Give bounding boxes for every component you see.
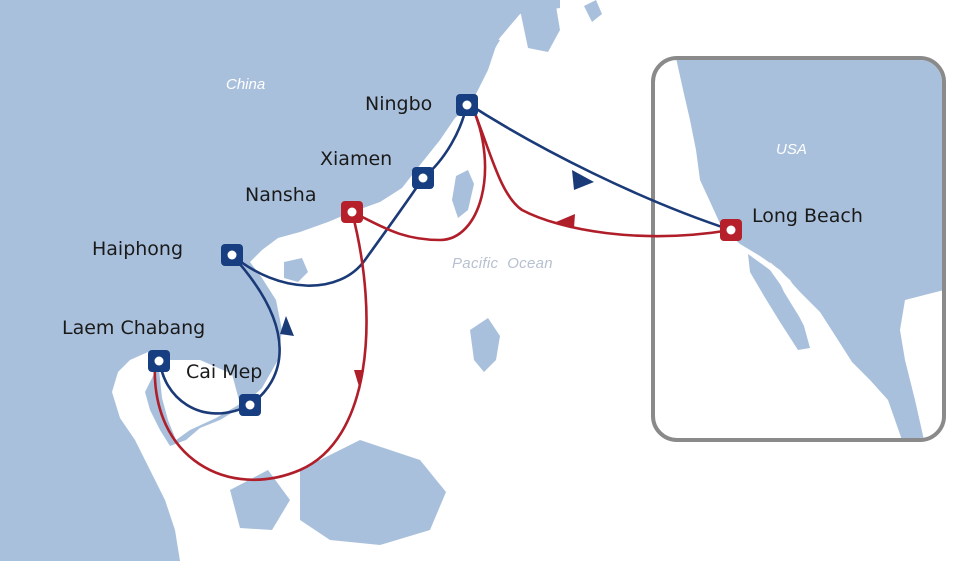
gulf-of-california (770, 262, 820, 340)
red-route-nansha-laemchabang (153, 211, 368, 482)
china-mainland (0, 0, 560, 561)
port-marker-nansha[interactable] (341, 201, 363, 223)
port-marker-long-beach[interactable] (720, 219, 742, 241)
red-route-longbeach-ningbo (470, 105, 732, 238)
blue-arrow-pacific (572, 170, 594, 190)
port-marker-cai-mep[interactable] (239, 394, 261, 416)
borneo (300, 440, 446, 545)
port-marker-ningbo[interactable] (456, 94, 478, 116)
label-ningbo: Ningbo (365, 93, 432, 115)
label-pacific-ocean: Pacific Ocean (452, 255, 553, 272)
usa-inset (651, 56, 946, 442)
port-marker-haiphong[interactable] (221, 244, 243, 266)
red-arrow-southchina (354, 370, 364, 390)
blue-arrow-caimep (280, 316, 294, 336)
philippines (470, 318, 500, 372)
route-arrows (280, 170, 594, 390)
hainan (284, 258, 308, 282)
label-haiphong: Haiphong (92, 238, 183, 260)
korea (520, 6, 560, 52)
label-xiamen: Xiamen (320, 148, 392, 170)
port-marker-laem-chabang[interactable] (148, 350, 170, 372)
asia-land (0, 0, 602, 561)
shandong (430, 30, 500, 62)
label-long-beach: Long Beach (752, 205, 863, 227)
baja-california (748, 254, 810, 350)
label-cai-mep: Cai Mep (186, 361, 262, 383)
red-route-ningbo-nansha (351, 105, 487, 242)
label-usa: USA (776, 141, 807, 158)
islands-south (230, 470, 290, 530)
port-marker-xiamen[interactable] (412, 167, 434, 189)
label-nansha: Nansha (245, 184, 316, 206)
taiwan (452, 170, 474, 218)
red-arrow-pacific (556, 214, 575, 228)
gulf-of-thailand (158, 360, 240, 440)
usa-land (676, 60, 942, 438)
port-markers (148, 94, 742, 416)
blue-route-haiphong-xiamen (231, 177, 425, 287)
blue-route-ningbo-longbeach (466, 101, 732, 232)
japan (584, 0, 602, 22)
blue-route-caimep-haiphong (231, 254, 281, 407)
gulf-of-mexico (900, 290, 942, 438)
routes (153, 101, 732, 482)
labels: China USA Pacific Ocean Ningbo Xiamen Na… (62, 76, 863, 383)
label-china: China (226, 76, 265, 93)
label-laem-chabang: Laem Chabang (62, 317, 205, 339)
